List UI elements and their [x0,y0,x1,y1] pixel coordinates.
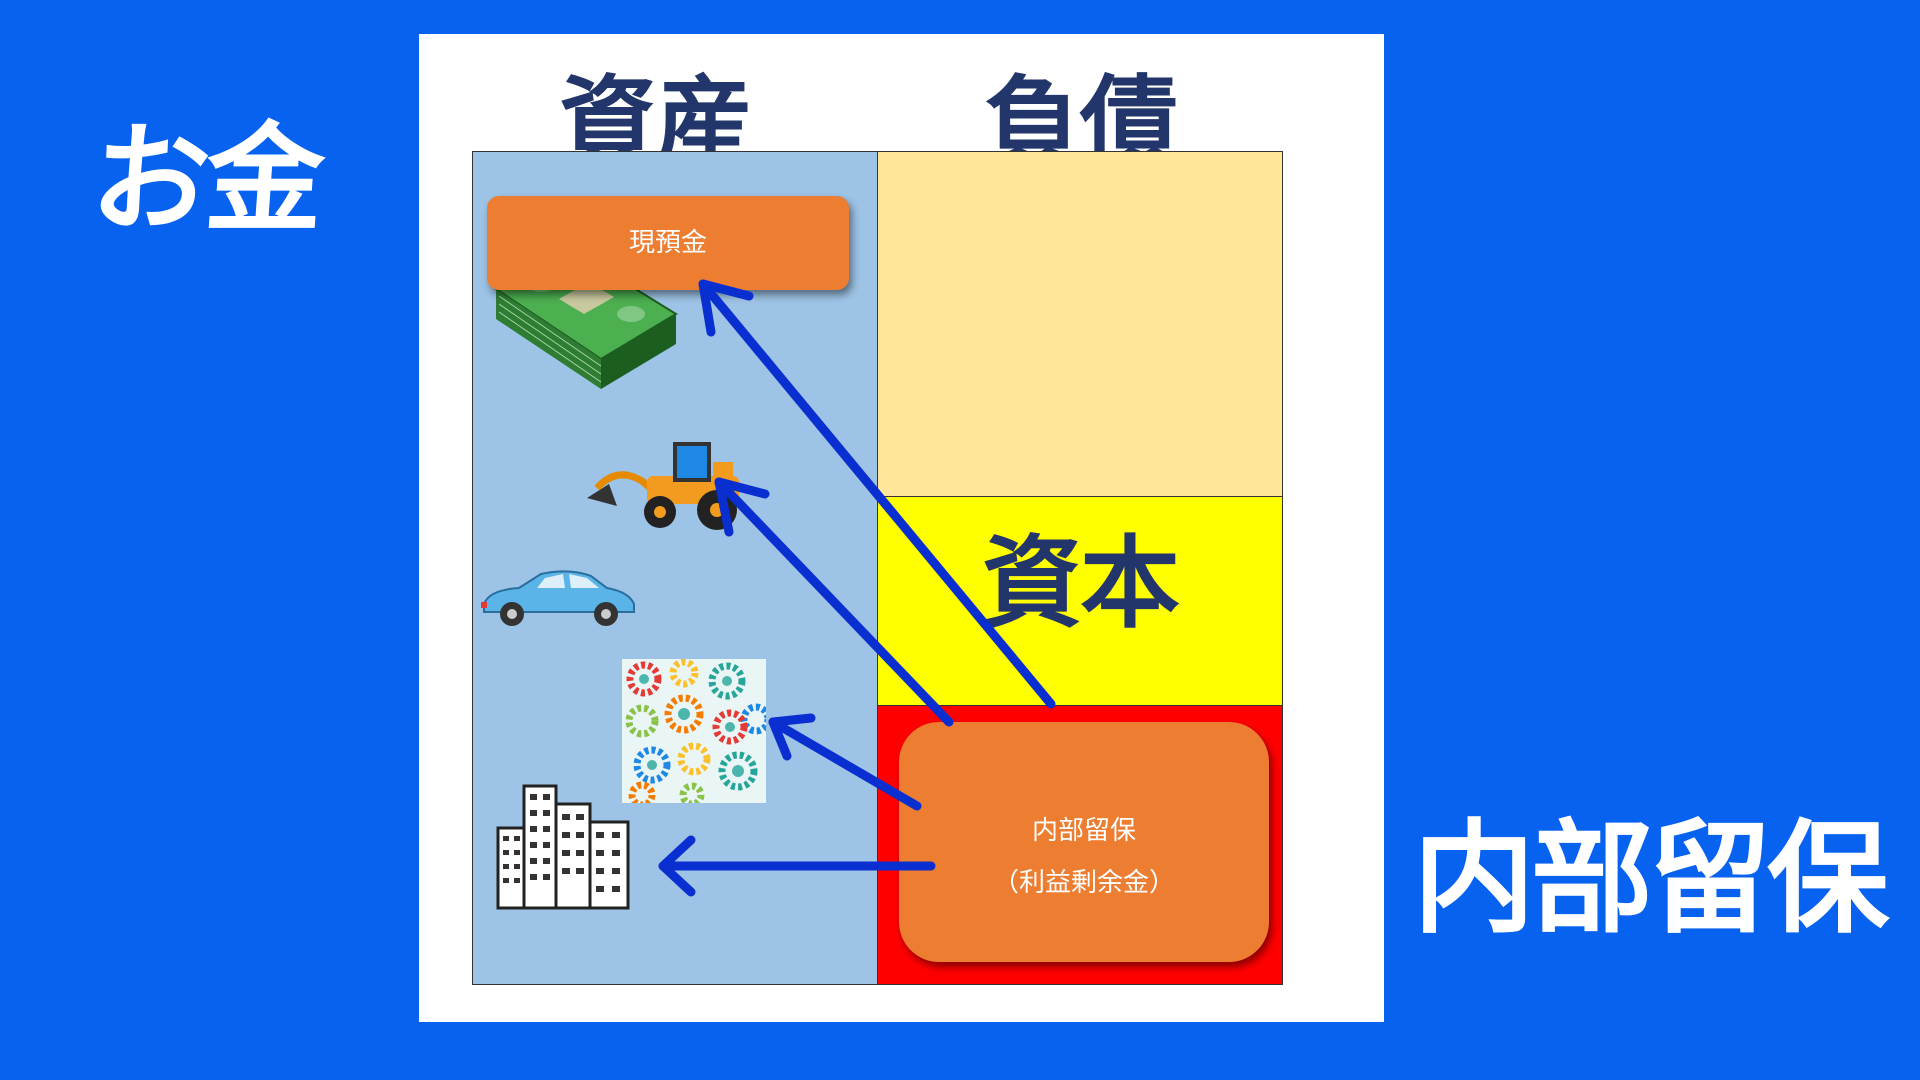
capital-label: 資本 [982,525,1180,642]
retained-earnings-title: 内部留保 [1413,808,1889,950]
gears-pattern-icon [622,658,772,809]
car-icon [479,554,639,638]
arrow-to-loader [714,477,954,727]
retained-earnings-sublabel: （利益剰余金） [992,868,1175,898]
capital-box [877,496,1283,706]
cash-deposits-box: 現預金 [487,196,849,290]
flow-arrows [658,279,1056,897]
arrow-to-cash [698,279,1056,709]
money-title: お金 [87,110,325,248]
liabilities-box [877,151,1283,497]
retained-earnings-label: 内部留保 [1031,816,1136,846]
balance-sheet-panel: 資産 負債 資本 内部留保 （利益剰余金） 現預金 [419,34,1384,1022]
arrow-to-gears [768,713,922,811]
retained-earnings-box: 内部留保 （利益剰余金） [899,722,1269,962]
arrow-to-buildings [658,835,936,897]
buildings-icon [494,770,634,914]
